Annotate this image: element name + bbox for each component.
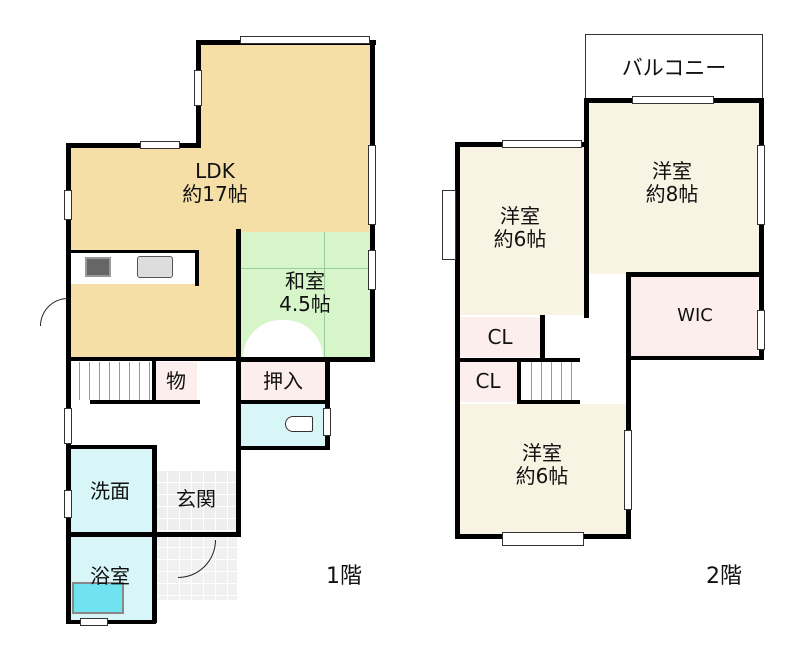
wic-room (630, 276, 758, 358)
cl1-label: CL (487, 325, 513, 349)
balcony-label: バルコニー (621, 56, 727, 80)
yoshitsu8-label: 洋室約8帖 (645, 159, 699, 206)
senmen-label: 洗面 (90, 479, 130, 503)
senmen-room (68, 448, 152, 534)
yokushitsu-label: 浴室 (90, 564, 130, 588)
stove-icon (85, 257, 111, 277)
cl2-label: CL (475, 369, 501, 393)
sink-icon (137, 256, 173, 278)
genkan-label: 玄関 (176, 487, 216, 511)
stairs-2f (522, 362, 578, 402)
floor-1-label: 1階 (326, 564, 362, 589)
yoshitsu6b-room (458, 404, 628, 534)
yoshitsu6a-label: 洋室約6帖 (493, 204, 547, 251)
toilet-icon (285, 416, 313, 432)
stairs-1f (70, 362, 152, 400)
cl2-room (458, 362, 518, 402)
toilet-room (240, 404, 326, 448)
storage-label: 物 (166, 369, 186, 393)
oshiire-room (240, 362, 326, 400)
bathtub (72, 582, 124, 614)
cl1-room (458, 317, 542, 357)
yoshitsu8-room (588, 100, 760, 274)
genkan-room (155, 470, 237, 532)
yoshitsu6a-room (458, 145, 586, 315)
floor-2-label: 2階 (706, 564, 742, 589)
ldk-room-right (238, 145, 372, 232)
oshiire-label: 押入 (263, 369, 303, 393)
wic-label: WIC (677, 305, 713, 326)
storage-room (155, 362, 197, 400)
yoshitsu6b-label: 洋室約6帖 (515, 441, 569, 488)
